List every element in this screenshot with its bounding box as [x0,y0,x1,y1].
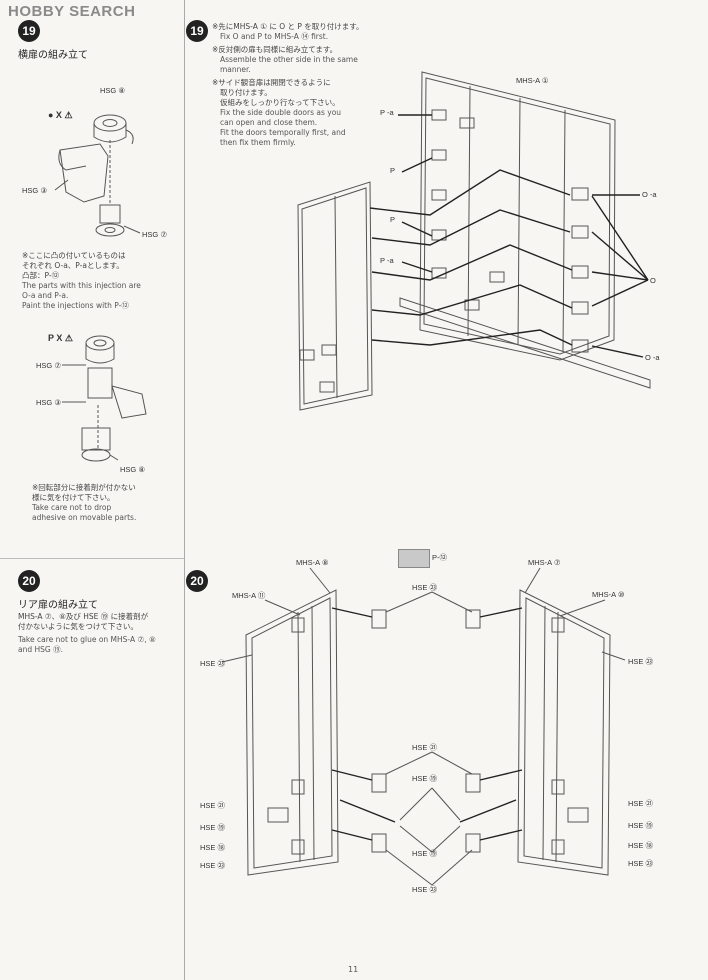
label-o: O [650,276,656,285]
step-20-number: 20 [186,570,208,592]
page-number: 11 [348,965,359,974]
step-19-title: 横扉の組み立て [18,50,88,61]
step-20-number-left: 20 [18,570,40,592]
side-panel-small [297,181,373,411]
glue-note: MHS-A ⑦、⑧及び HSE ⑲ に接着剤が 付かないように気をつけて下さい。… [18,612,156,654]
label-hse18-left: HSE ⑱ [200,843,226,852]
step-19-number-left: 19 [18,20,40,42]
label-mhsa11: MHS-A ⑪ [232,591,266,600]
sidebar-frame [0,0,185,980]
label-hse23-right: HSE ㉓ [628,657,654,666]
label-oa-1: O -a [642,190,657,199]
label-hse19-mid: HSE ⑲ [412,774,438,783]
label-hse23-bottom: HSE ㉓ [412,885,438,894]
label-hse23-right-bottom: HSE ㉓ [628,859,654,868]
label-mhsa8: MHS-A ⑧ [296,558,329,567]
rear-door-left [245,589,339,876]
label-hsg8: HSG ⑧ [100,86,126,95]
label-mhsa10: MHS-A ⑩ [592,590,625,599]
label-hse21-right: HSE ㉑ [628,799,654,808]
step-20-title: リア扉の組み立て [18,600,98,611]
label-hse23-top: HSE ㉓ [412,583,438,592]
label-mhsa7: MHS-A ⑦ [528,558,561,567]
label-pa-1: P -a [380,108,394,117]
side-panel-large [419,71,616,361]
paint-swatch [398,549,430,568]
hobby-search-logo: HOBBY SEARCH [8,3,136,20]
hinge-part-middle [59,143,109,203]
label-p-2: P [390,215,396,224]
label-hsg7: HSG ⑦ [142,230,168,239]
sidebar-divider [0,558,184,559]
label-hse19-left: HSE ⑲ [200,823,226,832]
label-hse23-left: HSE ㉓ [200,659,226,668]
label-p-1: P [390,166,396,175]
label-hse19-bottom: HSE ⑲ [412,849,438,858]
step-19-number: 19 [186,20,208,42]
label-hsg3: HSG ③ [22,186,48,195]
label-hsg7b: HSG ⑦ [36,361,62,370]
warning-mark-2: P X ⚠ [48,333,73,343]
step-19-notes: ※先にMHS-A ① に O と P を取り付けます。 Fix O and P … [212,22,364,147]
label-hse21-left: HSE ㉑ [200,801,226,810]
label-pa-2: P -a [380,256,394,265]
label-oa-2: O -a [645,353,660,362]
hinge-part-bottom [99,204,121,224]
label-hse23-left-bottom: HSE ㉓ [200,861,226,870]
warning-mark: ● X ⚠ [48,110,73,120]
rear-door-right [517,589,611,876]
door-rail [399,297,651,389]
label-hse18-right: HSE ⑱ [628,841,654,850]
paint-ref: P-⑫ [432,553,447,562]
adhesive-note: ※回転部分に接着剤が付かない 様に気を付けて下さい。 Take care not… [32,483,137,522]
label-hsg8b: HSG ⑧ [120,465,146,474]
label-hse19-right: HSE ⑲ [628,821,654,830]
label-hsg3b: HSG ③ [36,398,62,407]
injection-note: ※ここに凸の付いているものは それぞれ O-a、P-aとします。 凸部：P-⑫ … [22,251,141,310]
label-mhsa1: MHS-A ① [516,76,549,85]
label-hse21-mid: HSE ㉑ [412,743,438,752]
